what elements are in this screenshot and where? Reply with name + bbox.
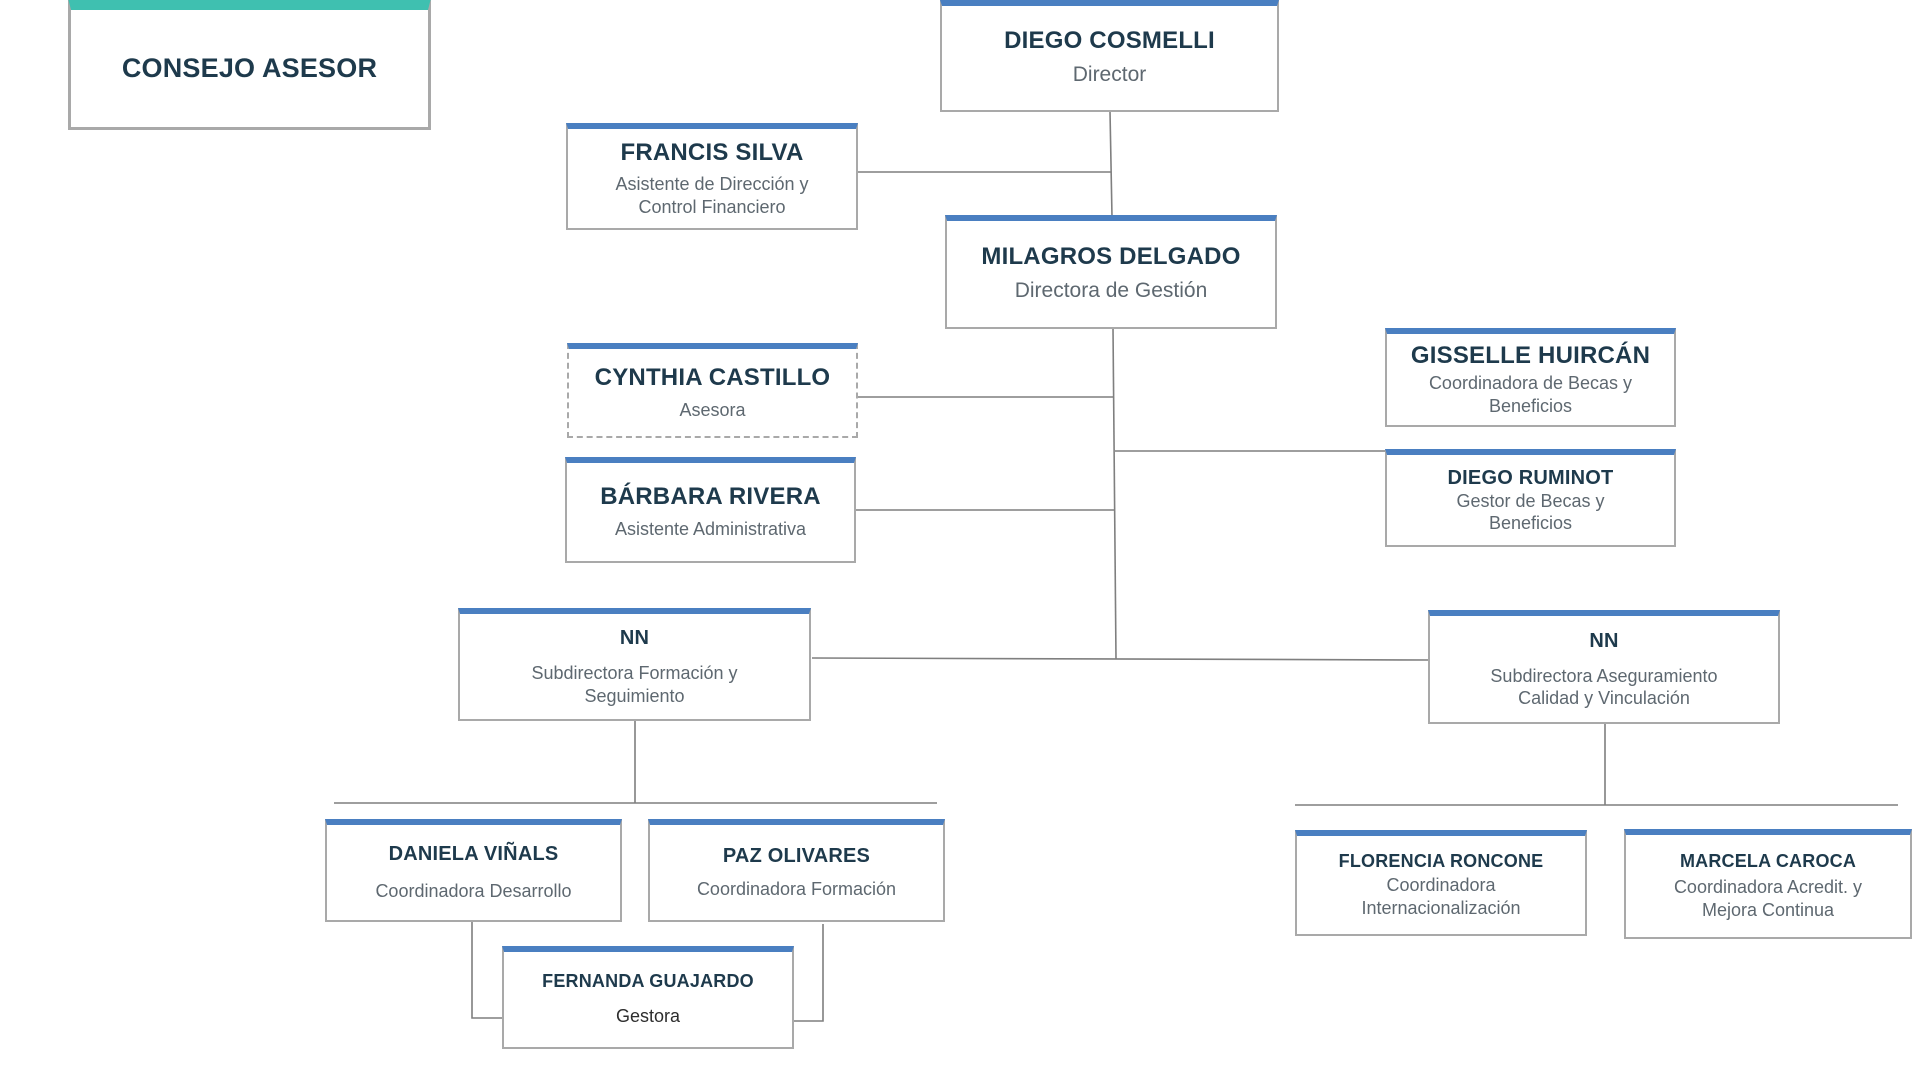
node-subdirectora-calidad: NN Subdirectora Aseguramiento Calidad y … xyxy=(1428,610,1780,724)
node-role: Subdirectora Aseguramiento Calidad y Vin… xyxy=(1490,665,1718,709)
connector-director-gestion xyxy=(1109,110,1113,218)
node-role: Coordinadora Internacionalización xyxy=(1361,875,1521,918)
node-name: MILAGROS DELGADO xyxy=(981,243,1241,271)
connector-subdirectoras xyxy=(811,657,1432,661)
node-role: Coordinadora Desarrollo xyxy=(375,881,572,902)
node-name: GISSELLE HUIRCÁN xyxy=(1410,341,1651,369)
node-role: Gestor de Becas y Beneficios xyxy=(1456,490,1605,534)
node-name: MARCELA CAROCA xyxy=(1679,850,1857,871)
connector-guajardo-left xyxy=(471,922,503,1019)
advisory-council-box: CONSEJO ASESOR xyxy=(68,0,431,130)
node-name: DANIELA VIÑALS xyxy=(388,843,559,866)
connector-guajardo-right xyxy=(794,924,824,1022)
node-role: Coordinadora de Becas y Beneficios xyxy=(1428,373,1633,416)
node-role: Coordinadora Formación xyxy=(696,879,897,900)
advisory-council-title: CONSEJO ASESOR xyxy=(121,53,378,84)
node-role: Director xyxy=(1072,63,1147,87)
node-name: DIEGO RUMINOT xyxy=(1447,466,1614,489)
node-coordinadora-desarrollo: DANIELA VIÑALS Coordinadora Desarrollo xyxy=(325,819,622,922)
node-role: Asistente de Dirección y Control Financi… xyxy=(615,174,809,217)
node-name: DIEGO COSMELLI xyxy=(1004,27,1215,55)
node-coordinadora-internacionalizacion: FLORENCIA RONCONE Coordinadora Internaci… xyxy=(1295,830,1587,936)
node-asistente-administrativa: BÁRBARA RIVERA Asistente Administrativa xyxy=(565,457,856,563)
node-name: NN xyxy=(619,627,650,649)
node-directora-gestion: MILAGROS DELGADO Directora de Gestión xyxy=(945,215,1277,329)
node-name: FERNANDA GUAJARDO xyxy=(542,971,754,992)
node-role: Asesora xyxy=(679,399,746,420)
node-name: FRANCIS SILVA xyxy=(620,138,804,166)
node-coordinadora-becas: GISSELLE HUIRCÁN Coordinadora de Becas y… xyxy=(1385,328,1676,427)
node-coordinadora-acreditacion: MARCELA CAROCA Coordinadora Acredit. y M… xyxy=(1624,829,1912,939)
node-role: Asistente Administrativa xyxy=(614,519,807,540)
connector-main-trunk xyxy=(1112,327,1117,660)
node-role: Coordinadora Acredit. y Mejora Continua xyxy=(1673,877,1863,920)
node-gestor-becas: DIEGO RUMINOT Gestor de Becas y Benefici… xyxy=(1385,449,1676,547)
node-coordinadora-formacion: PAZ OLIVARES Coordinadora Formación xyxy=(648,819,945,922)
node-name: CYNTHIA CASTILLO xyxy=(594,363,831,391)
node-name: NN xyxy=(1589,629,1619,652)
node-asesora: CYNTHIA CASTILLO Asesora xyxy=(567,343,858,438)
node-role: Subdirectora Formación y Seguimiento xyxy=(531,663,738,706)
node-director: DIEGO COSMELLI Director xyxy=(940,0,1279,112)
node-subdirectora-formacion: NN Subdirectora Formación y Seguimiento xyxy=(458,608,811,721)
node-asistente-direccion: FRANCIS SILVA Asistente de Dirección y C… xyxy=(566,123,858,230)
node-name: FLORENCIA RONCONE xyxy=(1338,850,1544,871)
node-gestora: FERNANDA GUAJARDO Gestora xyxy=(502,946,794,1049)
node-name: PAZ OLIVARES xyxy=(722,845,871,868)
node-name: BÁRBARA RIVERA xyxy=(600,483,821,511)
node-role: Gestora xyxy=(615,1006,681,1027)
node-role: Directora de Gestión xyxy=(1014,279,1208,303)
